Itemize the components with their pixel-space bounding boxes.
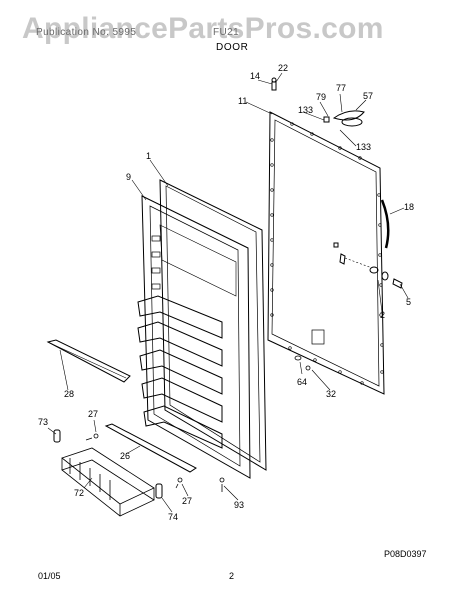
callout-133a: 133 (298, 105, 314, 115)
wire-basket (61, 447, 155, 517)
site-watermark: AppliancePartsPros.com (22, 12, 384, 45)
section-title: DOOR (216, 42, 249, 53)
latch-assembly (333, 242, 403, 289)
basket-clip-left (53, 429, 61, 443)
door-handle (380, 199, 390, 249)
callout-18: 18 (404, 202, 415, 212)
header-model: FU21 (213, 27, 240, 38)
callout-93: 93 (234, 500, 245, 510)
door-gasket (159, 179, 267, 471)
leader-lines (47, 72, 409, 513)
callout-64: 64 (297, 377, 308, 387)
callout-27b: 27 (182, 496, 193, 506)
callout-2: 2 (380, 310, 386, 320)
callout-14: 14 (250, 71, 261, 81)
callout-5: 5 (406, 297, 412, 307)
footer-date: 01/05 (38, 571, 61, 581)
footer-page-number: 2 (229, 571, 235, 581)
shelf-bar-left (46, 339, 131, 383)
callout-77: 77 (336, 83, 347, 93)
callout-73: 73 (38, 417, 49, 427)
door-shelves (137, 295, 223, 449)
callout-28: 28 (64, 389, 75, 399)
callout-22: 22 (278, 63, 289, 73)
panel-rivets (270, 122, 384, 385)
drawing-id: P08D0397 (384, 549, 427, 559)
liner-clips (151, 235, 161, 290)
callout-79: 79 (316, 92, 327, 102)
callout-57: 57 (363, 91, 374, 101)
callout-133b: 133 (356, 142, 372, 152)
header-publication: Publication No. 5995 (36, 27, 137, 38)
callout-72: 72 (74, 488, 85, 498)
callout-32: 32 (326, 389, 337, 399)
shelf-bar-bottom (104, 423, 197, 473)
callout-9: 9 (126, 172, 132, 182)
outer-door-panel (267, 111, 385, 395)
callout-11: 11 (238, 96, 248, 106)
inner-door-liner (141, 195, 251, 479)
top-hinge-parts (271, 77, 365, 127)
callout-74: 74 (168, 512, 179, 522)
callout-26: 26 (120, 451, 131, 461)
screws (85, 355, 311, 492)
callout-27a: 27 (88, 409, 99, 419)
basket-clip-right (155, 483, 163, 499)
callout-1: 1 (146, 151, 152, 161)
